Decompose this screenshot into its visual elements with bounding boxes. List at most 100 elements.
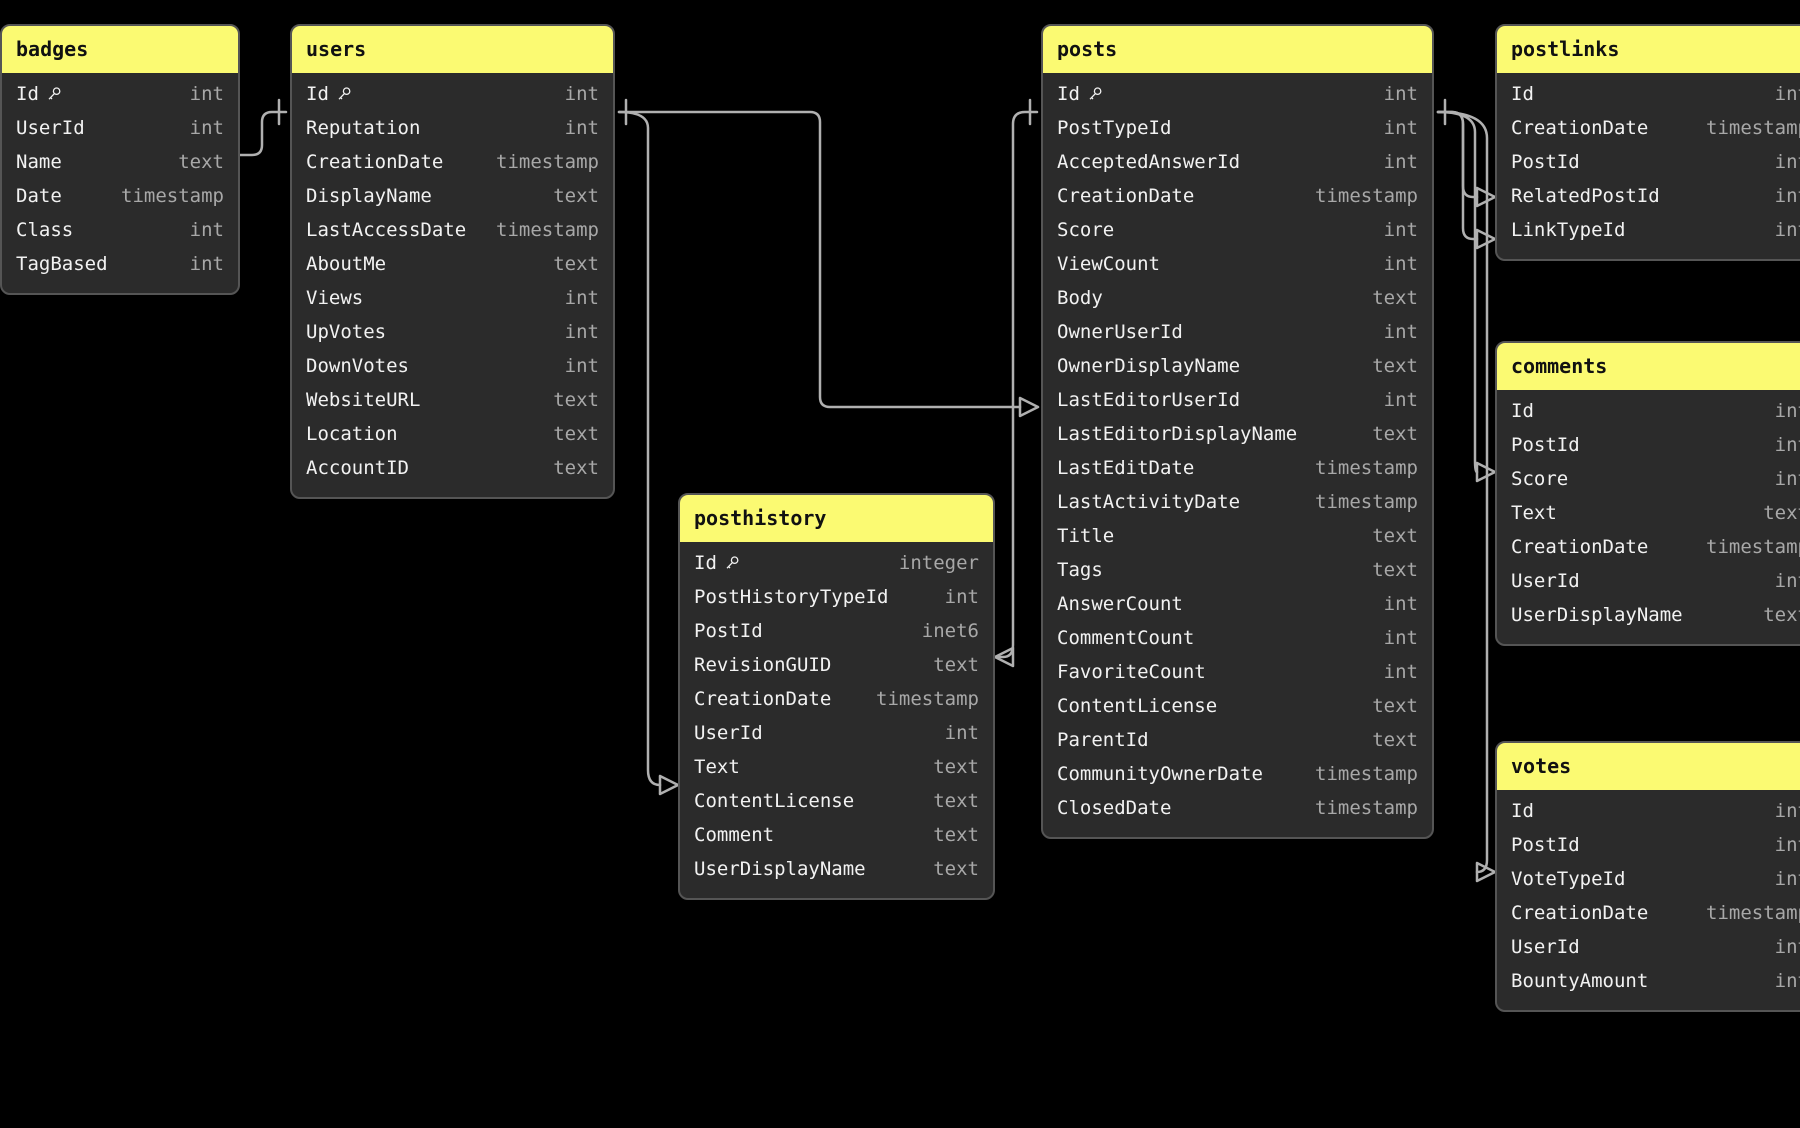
column-type: text [1763, 502, 1800, 524]
table-title-comments[interactable]: comments [1497, 343, 1800, 390]
column-row[interactable]: RelatedPostIdint [1497, 181, 1800, 215]
column-type: text [553, 389, 599, 411]
column-row[interactable]: BountyAmountint [1497, 966, 1800, 1000]
table-title-votes[interactable]: votes [1497, 743, 1800, 790]
table-card-postlinks[interactable]: postlinksIdintCreationDatetimestampPostI… [1495, 24, 1800, 261]
table-title-users[interactable]: users [292, 26, 613, 73]
column-row[interactable]: Text text [1497, 498, 1800, 532]
column-name: Text [1511, 502, 1557, 524]
column-row[interactable]: PostIdint [1497, 830, 1800, 864]
column-name: Title [1057, 525, 1115, 547]
table-title-postlinks[interactable]: postlinks [1497, 26, 1800, 73]
table-card-comments[interactable]: commentsIdintPostIdintScoreintText textCr… [1495, 341, 1800, 646]
column-type: int [564, 83, 599, 105]
column-name: Id [694, 552, 740, 574]
column-name: CommentCount [1057, 627, 1195, 649]
column-name: Id [1057, 83, 1103, 105]
table-title-badges[interactable]: badges [2, 26, 238, 73]
table-card-votes[interactable]: votesIdintPostIdintVoteTypeIdintCreation… [1495, 741, 1800, 1012]
column-type: int [1383, 389, 1418, 411]
table-title-posts[interactable]: posts [1043, 26, 1432, 73]
column-type: int [1383, 661, 1418, 683]
column-row[interactable]: LinkTypeIdint [1497, 215, 1800, 249]
column-name: PostId [1511, 834, 1580, 856]
column-row[interactable]: PostIdint [1497, 147, 1800, 181]
column-type: timestamp [1706, 117, 1800, 139]
column-row[interactable]: VoteTypeIdint [1497, 864, 1800, 898]
column-name: AccountID [306, 457, 409, 479]
column-name: UserId [16, 117, 85, 139]
column-row[interactable]: PostIdint [1497, 430, 1800, 464]
column-type: int [1774, 434, 1800, 456]
table-title-posthistory[interactable]: posthistory [680, 495, 993, 542]
